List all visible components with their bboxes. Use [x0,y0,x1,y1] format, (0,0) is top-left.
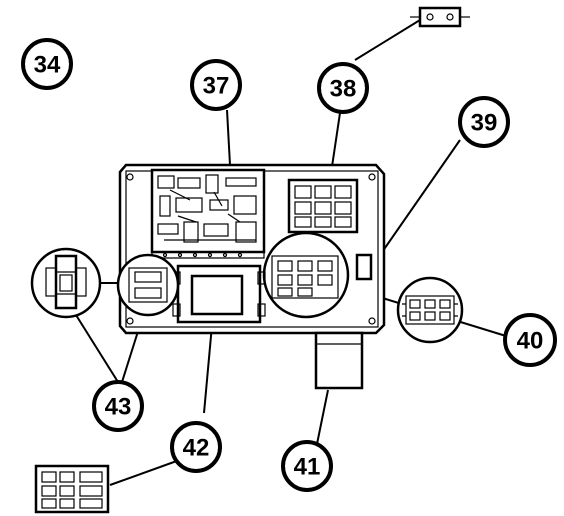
callout-43: 43 [92,380,144,432]
callout-43-label: 43 [105,394,132,421]
transformer [172,264,266,324]
callout-37-label: 37 [203,73,230,100]
callout-42-label: 42 [183,435,210,462]
terminal-board-detail [34,464,110,514]
terminal-block [287,178,359,234]
callout-39: 39 [458,96,510,148]
inner-fuse-holder [116,253,180,317]
circuit-board [150,168,266,259]
callout-40-label: 40 [517,328,544,355]
callout-37: 37 [190,59,242,111]
fuse-detail [410,6,470,28]
connector-detail [396,276,464,344]
callout-41-label: 41 [294,454,321,481]
callout-34-label: 34 [34,52,61,79]
callout-40: 40 [503,313,557,367]
fuse-holder-detail [30,247,102,319]
cable-box [314,331,364,390]
relay-block [262,231,350,319]
callout-39-label: 39 [471,110,498,137]
callout-38-label: 38 [330,76,357,103]
callout-38: 38 [317,62,369,114]
callout-34: 34 [21,38,73,90]
callout-41: 41 [281,440,333,492]
callout-42: 42 [170,421,222,473]
